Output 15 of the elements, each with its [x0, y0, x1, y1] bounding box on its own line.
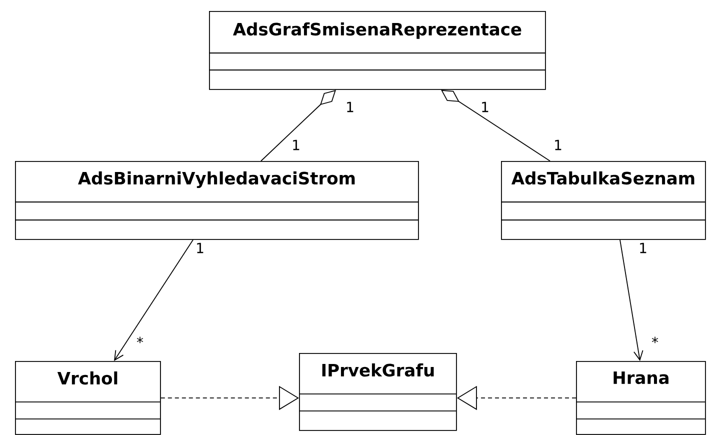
multiplicity-label: * [136, 336, 144, 344]
class-box: Hrana [576, 360, 706, 435]
class-box: Vrchol [14, 360, 161, 435]
association-arrow [620, 239, 644, 361]
class-box: AdsGrafSmisenaReprezentace [208, 11, 546, 90]
aggregation-line [441, 90, 550, 162]
multiplicity-label: * [652, 336, 658, 344]
multiplicity-label: 1 [555, 140, 562, 150]
multiplicity-label: 1 [293, 140, 300, 150]
class-box: AdsBinarniVyhledavaciStrom [14, 161, 419, 240]
class-box: IPrvekGrafu [298, 352, 457, 431]
multiplicity-label: 1 [197, 242, 204, 254]
multiplicity-label: 1 [482, 102, 488, 112]
association-arrow [114, 239, 194, 361]
class-box: AdsTabulkaSeznam [500, 161, 706, 240]
